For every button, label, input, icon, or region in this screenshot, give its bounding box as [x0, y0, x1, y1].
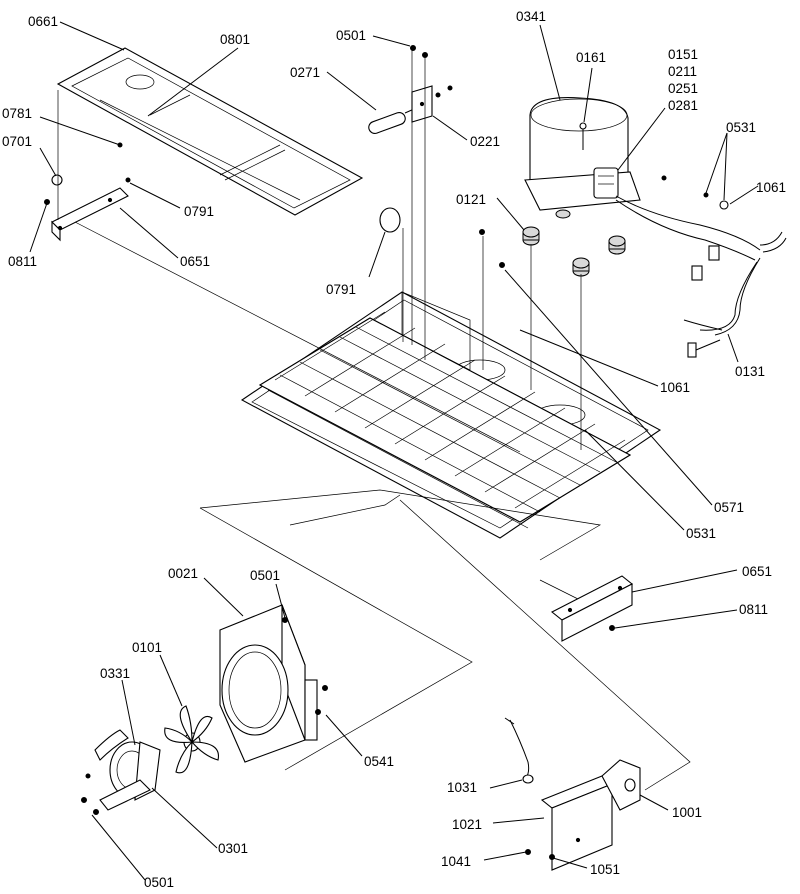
label-0151: 0151	[668, 47, 698, 62]
capacitor-0271	[368, 108, 415, 134]
label-0281: 0281	[668, 98, 698, 113]
screw-0501-top	[410, 45, 416, 51]
clip-0791-left	[125, 177, 131, 183]
label-1041: 1041	[441, 854, 471, 869]
label-0251: 0251	[668, 81, 698, 96]
label-0501-c: 0501	[144, 875, 174, 890]
screw-0531-b	[703, 192, 709, 198]
compressor-0341	[524, 97, 641, 211]
clamp-0791	[379, 207, 401, 233]
label-1051: 1051	[590, 862, 620, 877]
label-0651-a: 0651	[180, 254, 210, 269]
label-0791-a: 0791	[184, 204, 214, 219]
bolt-1061-top	[719, 200, 729, 210]
label-0801: 0801	[220, 32, 250, 47]
screw-0121	[479, 229, 485, 235]
label-1061-b: 1061	[660, 380, 690, 395]
label-0101: 0101	[132, 640, 162, 655]
condenser-coil	[258, 311, 632, 529]
label-1021: 1021	[452, 817, 482, 832]
screw-0701	[51, 174, 63, 186]
screw-1061	[499, 262, 505, 268]
screw-0531-a	[661, 175, 667, 181]
label-0571: 0571	[714, 500, 744, 515]
label-0811-b: 0811	[739, 602, 768, 617]
label-0301: 0301	[218, 841, 248, 856]
label-0781: 0781	[2, 106, 32, 121]
label-0661: 0661	[28, 14, 58, 29]
label-0211: 0211	[668, 64, 697, 79]
leader-lines	[29, 21, 759, 881]
label-0341: 0341	[516, 9, 546, 24]
label-0811-a: 0811	[8, 254, 37, 269]
guide-1001	[399, 499, 691, 791]
label-0501-a: 0501	[336, 28, 366, 43]
label-0161: 0161	[576, 50, 606, 65]
label-1031: 1031	[447, 780, 477, 795]
grommets	[522, 209, 626, 277]
label-0021: 0021	[168, 566, 198, 581]
bracket-1001	[525, 759, 641, 871]
thermistor-1031	[504, 717, 534, 784]
label-1001: 1001	[672, 805, 702, 820]
guide-lines	[57, 50, 602, 771]
label-0791-b: 0791	[326, 282, 356, 297]
fan-motor-0331	[81, 729, 161, 815]
bracket-0651-left	[51, 187, 129, 242]
label-1061-a: 1061	[756, 180, 786, 195]
label-0651-b: 0651	[742, 564, 772, 579]
label-0331: 0331	[100, 666, 130, 681]
label-0501-b: 0501	[250, 568, 280, 583]
fan-shroud-0021	[219, 604, 328, 763]
part-labels: 0661 0801 0781 0701 0791 0811 0651 0501 …	[2, 9, 786, 890]
label-0531-b: 0531	[686, 526, 716, 541]
fan-blade-0101	[164, 705, 220, 774]
bracket-0651-right	[550, 575, 634, 642]
label-0531-a: 0531	[726, 120, 756, 135]
label-0701: 0701	[2, 134, 32, 149]
label-0121: 0121	[456, 192, 486, 207]
screw-0501-top-2	[422, 52, 428, 58]
wiring-harness-0131	[615, 195, 787, 358]
label-0221: 0221	[470, 134, 500, 149]
drain-pan-0661	[56, 47, 364, 216]
label-0271: 0271	[290, 65, 320, 80]
label-0541: 0541	[364, 754, 394, 769]
label-0131: 0131	[735, 364, 765, 379]
bracket-0221	[411, 85, 453, 123]
